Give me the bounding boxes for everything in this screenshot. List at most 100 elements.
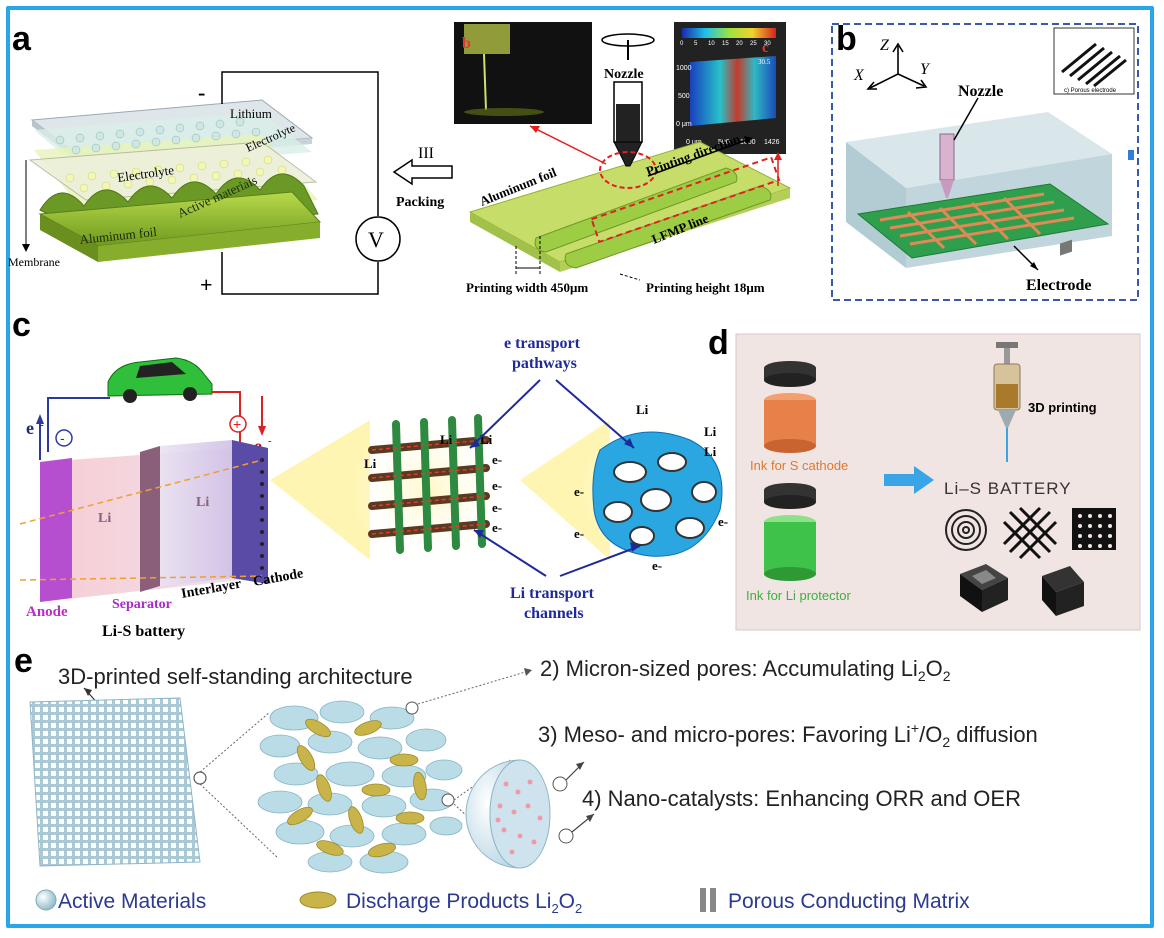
nozzle-label-b: Nozzle	[958, 83, 1003, 100]
electron-label: e-	[718, 514, 728, 529]
printing-height-label: Printing height 18μm	[646, 280, 765, 295]
negative-terminal-icon	[55, 429, 73, 447]
voltmeter-icon	[355, 216, 401, 262]
panel-d-letter: d	[708, 324, 729, 362]
panel-d: d Ink for S cathode Ink for Li protector	[708, 239, 1141, 631]
nozzle-icon	[601, 33, 655, 167]
printed-cube-icon	[960, 564, 1008, 612]
li-ion-label: Li	[480, 432, 493, 447]
svg-text:-: -	[268, 435, 272, 447]
panel-a-letter: a	[12, 20, 32, 58]
process-arrow-icon	[884, 466, 934, 494]
circuit-wire-top	[221, 71, 379, 216]
printed-line-1	[534, 167, 738, 253]
panel-e: e 3D-printed self-standing architecture	[14, 642, 1038, 916]
car-icon	[107, 357, 213, 403]
pore-sphere-icon	[465, 759, 574, 869]
li-s-battery-title: Li–S BATTERY	[944, 479, 1072, 498]
panel-c-letter: c	[12, 306, 31, 344]
nozzle-tip-highlight	[599, 151, 657, 189]
svg-text:-: -	[40, 419, 44, 431]
anode-label: Anode	[26, 604, 68, 620]
map-y-tick: 0 μm	[676, 121, 692, 128]
legend-porous-conducting-matrix: Porous Conducting Matrix	[728, 890, 970, 913]
lithium-label: Lithium	[230, 106, 272, 121]
ink-s-cathode-label: Ink for S cathode	[750, 458, 848, 473]
anode-wire	[47, 397, 110, 452]
z-axis-label: Z	[880, 37, 890, 54]
printing-width-label: Printing width 450μm	[466, 280, 588, 295]
item2-label: 2) Micron-sized pores: Accumulating Li2O…	[540, 656, 951, 684]
printed-lattice-icon	[1002, 506, 1058, 560]
map-y-tick: 1000	[676, 65, 692, 72]
item4-label: 4) Nano-catalysts: Enhancing ORR and OER	[582, 786, 1021, 811]
electron-label: e-	[574, 526, 584, 541]
porous-network-icon	[592, 431, 723, 557]
item3-label: 3) Meso- and micro-pores: Favoring Li+/O…	[538, 720, 1038, 750]
particle-cluster-icon	[257, 700, 463, 874]
active-materials-legend-icon	[35, 889, 57, 911]
inset-c-label: c	[762, 40, 769, 56]
printed-spiral-icon	[945, 509, 987, 551]
panel-c: c e - e - - + Li Li Anode	[12, 306, 738, 640]
map-x-tick: 0 μm	[686, 139, 702, 146]
electron-label: e-	[492, 500, 502, 515]
colorbar-ticks: 0 5 10 15 20 25 30	[680, 41, 771, 47]
printed-box-icon	[1042, 239, 1084, 616]
height-map-surface	[690, 56, 776, 126]
li-transport-label: Li transport	[510, 585, 595, 602]
porous-electrode-inset	[1053, 27, 1135, 95]
xyz-axes-icon	[866, 42, 928, 90]
battery-stack	[28, 99, 322, 262]
separator-layer	[140, 446, 160, 592]
packing-arrow-icon	[392, 158, 453, 186]
electron-label: e-	[652, 558, 662, 573]
packing-label: Packing	[396, 195, 444, 210]
e-transport-label: e transport	[504, 335, 581, 352]
panel-e-letter: e	[14, 642, 33, 680]
map-y-tick: 500	[678, 93, 690, 100]
step-label: III	[418, 145, 434, 162]
panel-b-border	[831, 23, 1139, 301]
circuit-wire-bottom	[221, 252, 379, 295]
printed-line-2	[564, 185, 772, 269]
map-max-label: 30.5	[758, 58, 771, 66]
li-ion-label: Li	[440, 432, 453, 447]
positive-terminal-sign: +	[233, 416, 241, 432]
cathode-layer	[232, 440, 268, 584]
li-ion-label: Li	[636, 402, 649, 417]
channels-label: channels	[524, 605, 584, 622]
colorbar-tick: 10	[708, 41, 715, 47]
conducting-matrix-legend-icon	[700, 888, 716, 912]
electron-label: e-	[574, 484, 584, 499]
nozzle-label: Nozzle	[604, 67, 644, 82]
panel-b-edge-marker	[1128, 150, 1134, 160]
syringe-icon	[993, 342, 1021, 462]
panel-a: a L	[8, 20, 792, 297]
y-axis-label: Y	[920, 61, 931, 78]
electron-label-left: e	[26, 418, 34, 438]
discharge-products-legend-icon	[299, 891, 337, 909]
voltmeter-label: V	[368, 227, 384, 252]
electron-label: e-	[492, 520, 502, 535]
printed-grid-icon	[1072, 508, 1116, 550]
anode-layer	[40, 458, 72, 602]
li-s-battery-label: Li-S battery	[102, 623, 185, 640]
pathways-label: pathways	[512, 355, 577, 372]
aluminum-foil-layer	[98, 222, 320, 262]
legend-active-materials: Active Materials	[58, 890, 206, 913]
li-ion-label: Li	[704, 424, 717, 439]
panel-b: b Z X Y c) Porous electrode Nozzle	[831, 20, 1139, 301]
separator-label: Separator	[112, 597, 172, 612]
colorbar-tick: 20	[736, 41, 743, 47]
electrode-label: Electrode	[1026, 277, 1091, 294]
colorbar-tick: 5	[694, 41, 698, 47]
negative-terminal-sign: -	[60, 430, 65, 446]
plus-terminal: +	[200, 272, 213, 297]
lattice-architecture-icon	[29, 697, 201, 867]
colorbar-tick: 0	[680, 41, 684, 47]
li-ion-label: Li	[364, 456, 377, 471]
fiber-mesh-icon	[368, 414, 490, 554]
inset-b-label: b	[462, 35, 471, 52]
